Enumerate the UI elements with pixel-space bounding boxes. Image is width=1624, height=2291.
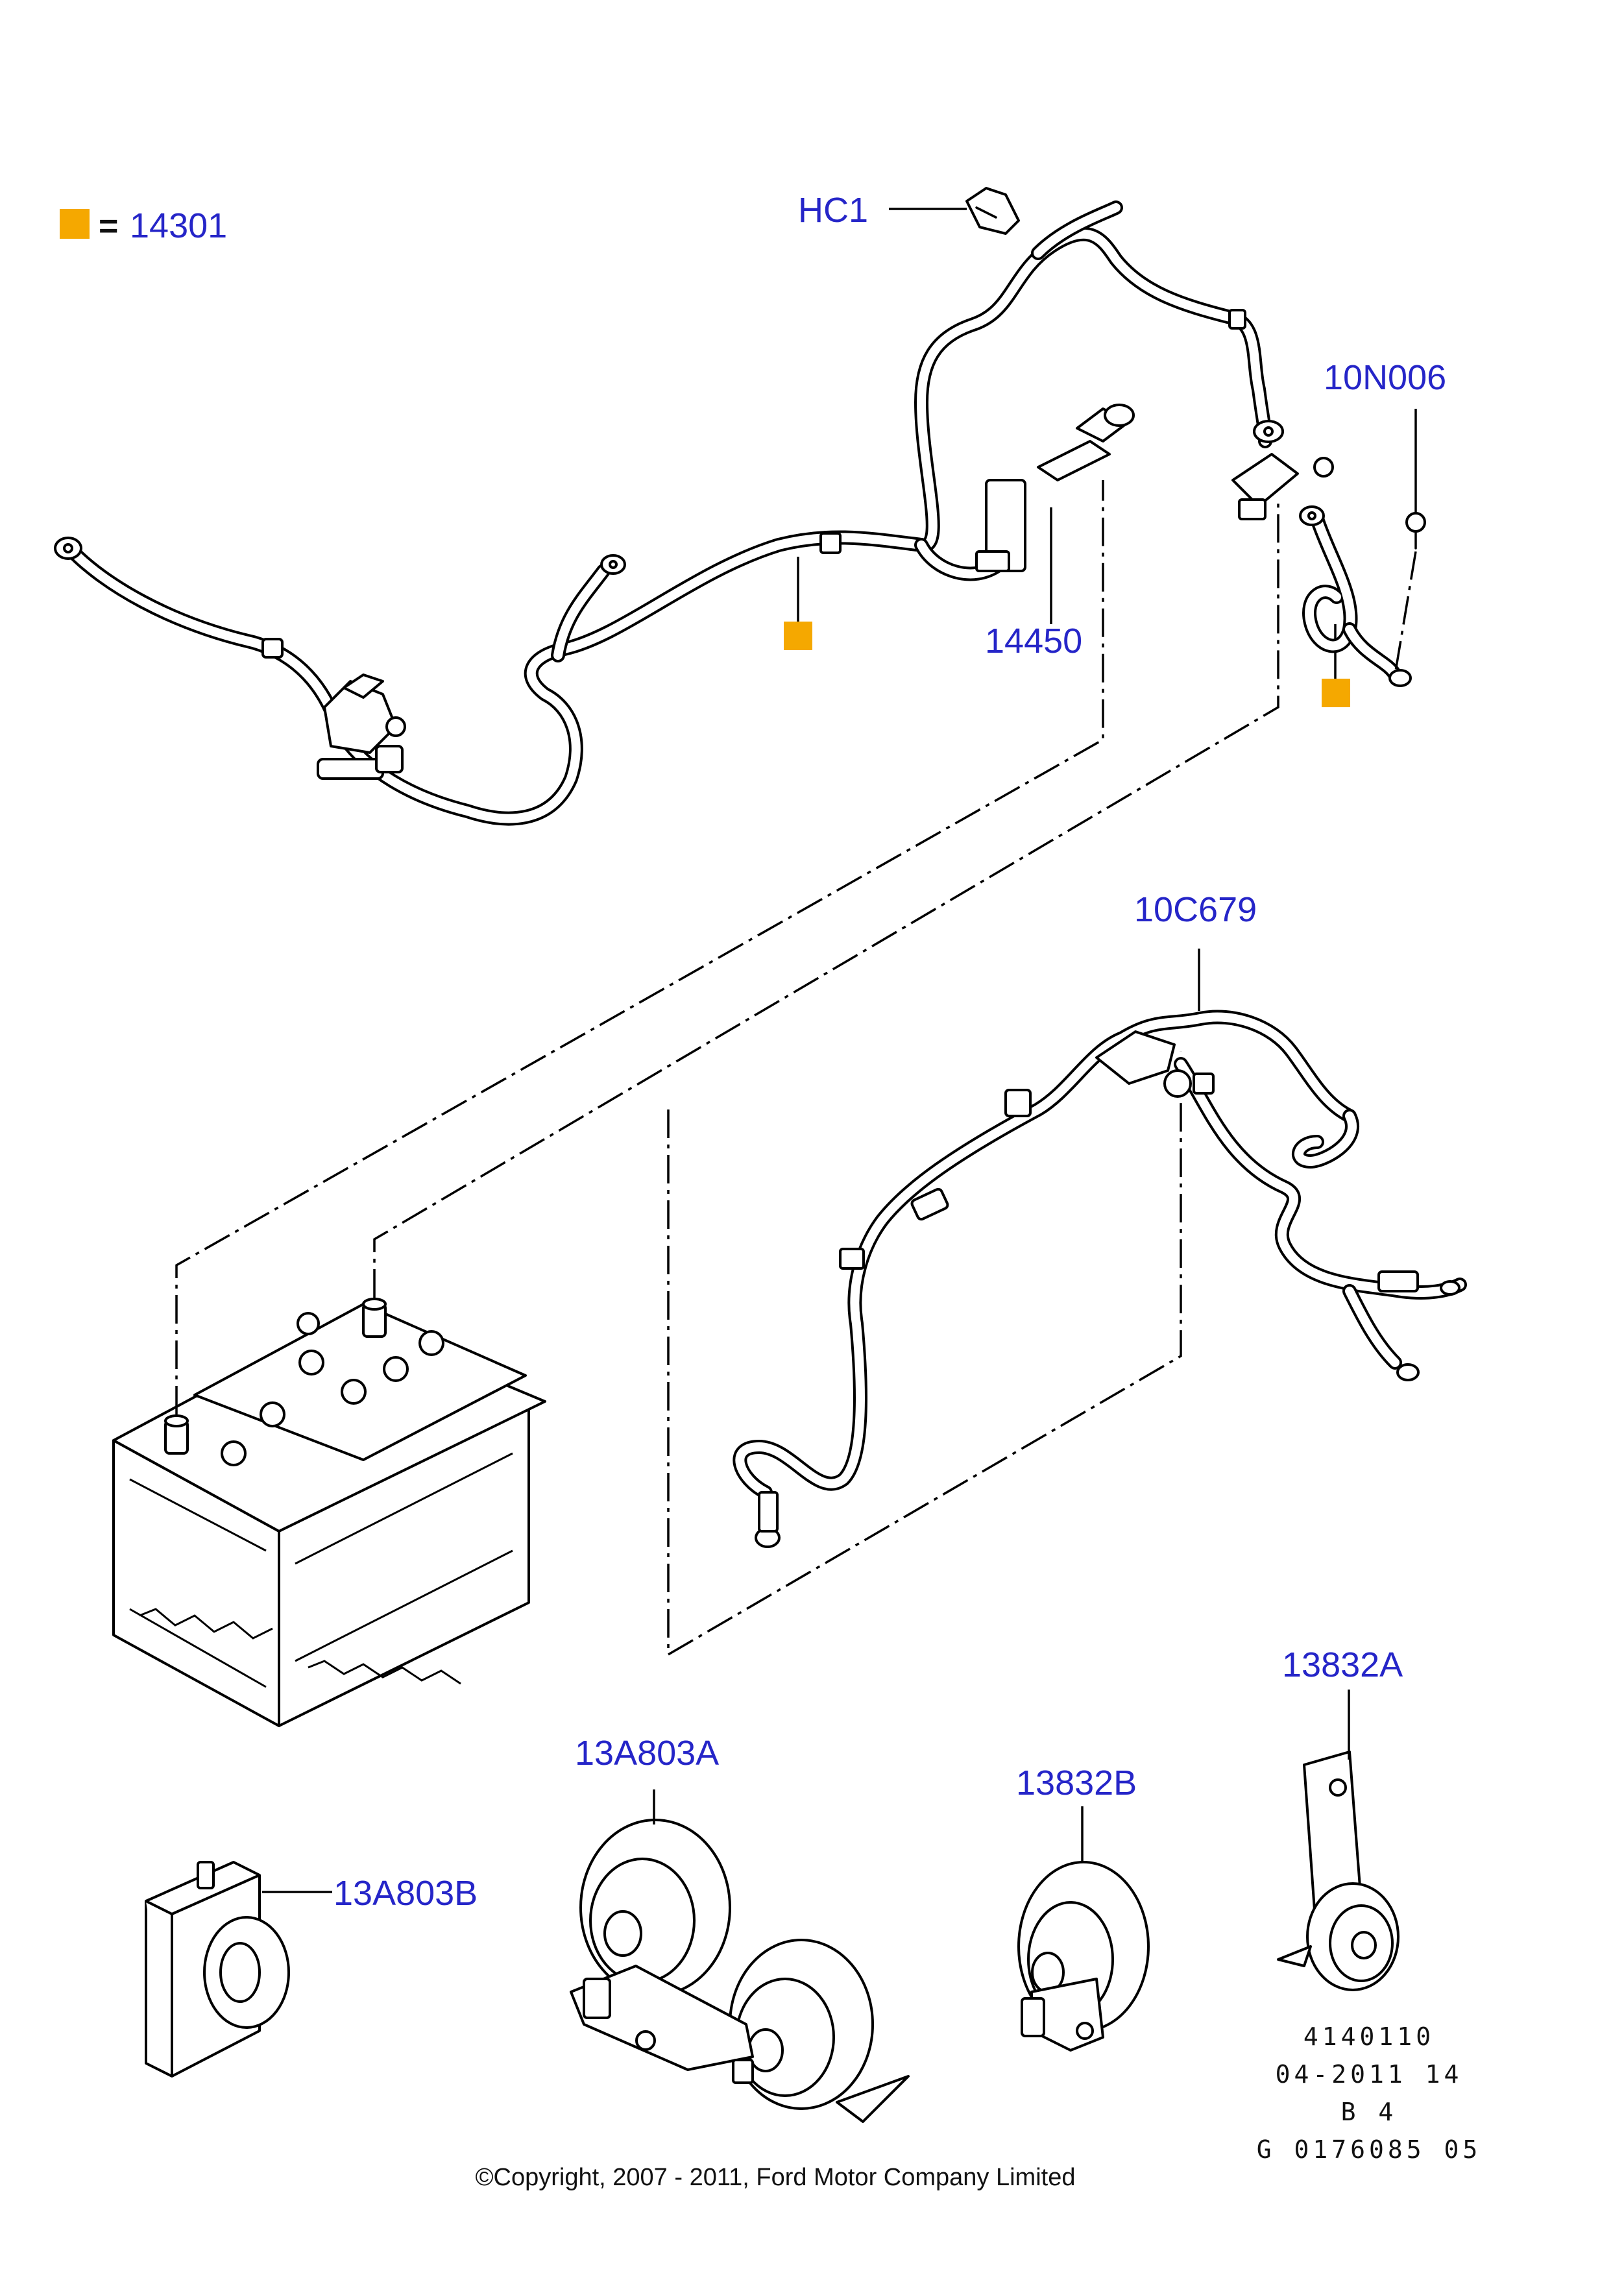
callout-10n006[interactable]: 10N006 — [1324, 358, 1446, 397]
callout-13832b[interactable]: 13832B — [1016, 1764, 1137, 1802]
legend: = 14301 — [60, 206, 227, 245]
callout-hc1[interactable]: HC1 — [798, 191, 868, 230]
callout-14450[interactable]: 14450 — [985, 622, 1082, 661]
assembly-lines — [175, 480, 1279, 1657]
callout-13832a[interactable]: 13832A — [1282, 1645, 1403, 1684]
upper-battery-harness — [54, 187, 1350, 826]
horn-13832a — [1277, 1751, 1400, 1991]
reference-line-1: 4140110 — [1303, 2022, 1435, 2051]
battery — [112, 1298, 546, 1727]
legend-color-swatch — [60, 209, 90, 239]
horn-13a803b — [145, 1861, 290, 2078]
callout-leaders — [262, 208, 1350, 1893]
legend-code[interactable]: 14301 — [130, 206, 227, 245]
ground-strap — [1299, 409, 1426, 687]
horn-13832b — [1017, 1861, 1150, 2052]
legend-equals: = — [99, 208, 118, 245]
callout-10c679[interactable]: 10C679 — [1134, 890, 1257, 929]
copyright: ©Copyright, 2007 - 2011, Ford Motor Comp… — [476, 2164, 1076, 2191]
callout-13a803a[interactable]: 13A803A — [575, 1734, 719, 1773]
horn-13a803a — [570, 1819, 910, 2123]
callout-13a803b[interactable]: 13A803B — [333, 1874, 478, 1913]
reference-line-2: 04-2011 14 — [1276, 2060, 1463, 2089]
reference-line-4: G 0176085 05 — [1257, 2135, 1482, 2164]
lower-harness-10c679 — [733, 1010, 1467, 1548]
marker-14301-a — [784, 622, 812, 650]
marker-14301-b — [1322, 679, 1350, 707]
reference-line-3: B 4 — [1341, 2098, 1398, 2126]
